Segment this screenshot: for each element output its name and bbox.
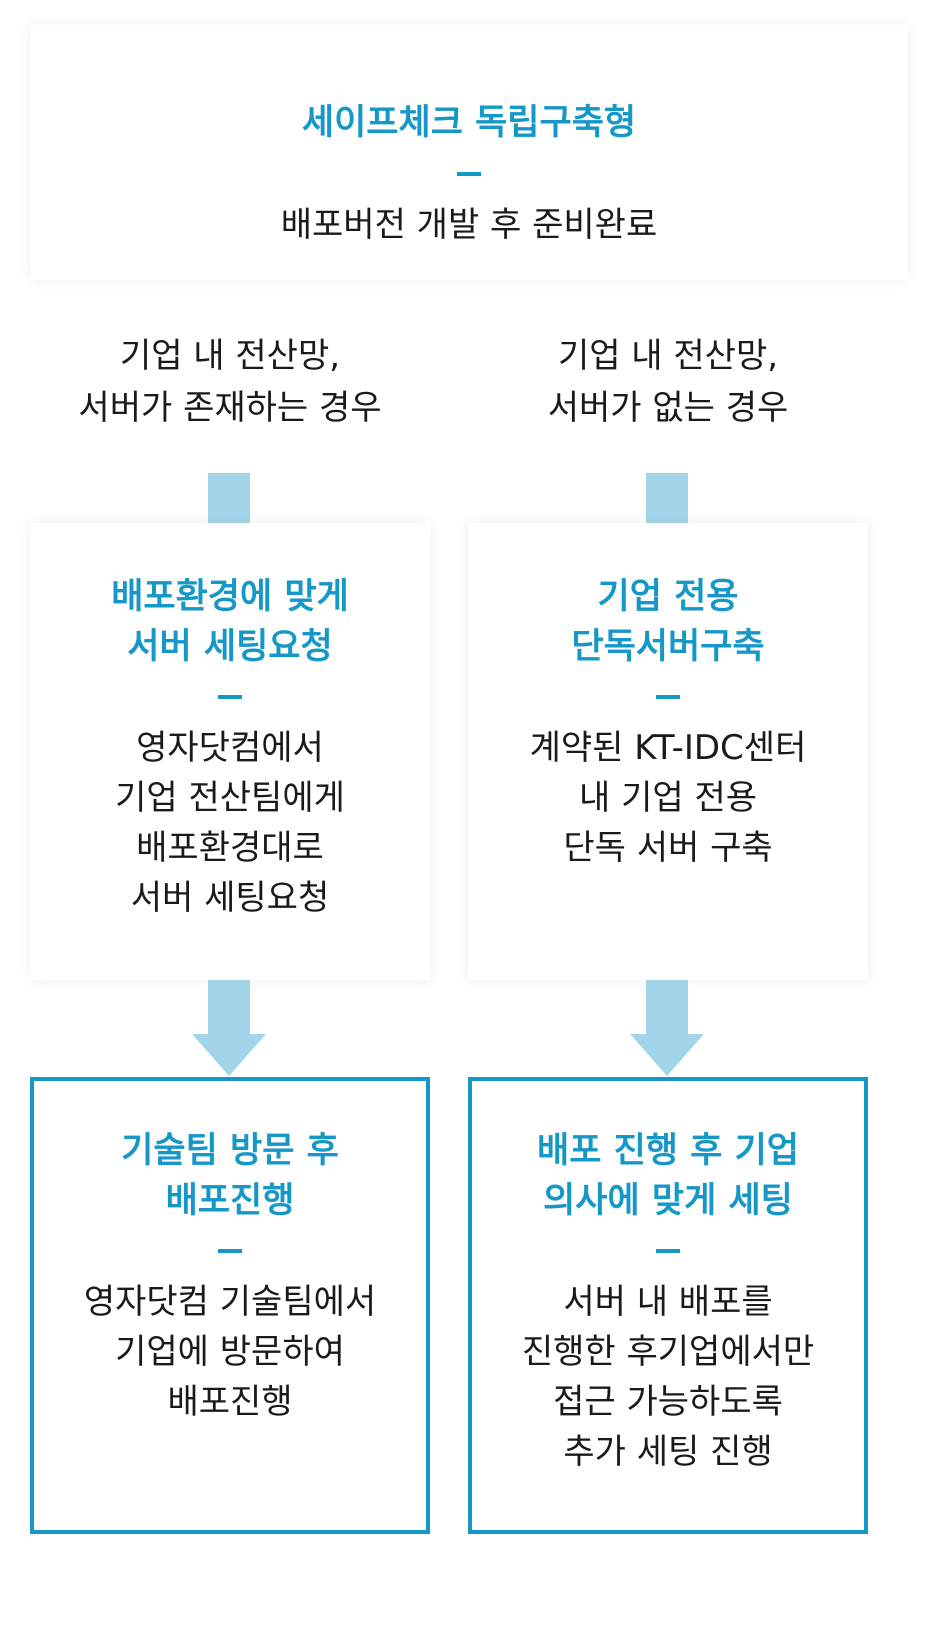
left-down-arrow <box>192 980 266 1076</box>
right-step1-card: 기업 전용 단독서버구축 계약된 KT-IDC센터 내 기업 전용 단독 서버 … <box>468 523 868 980</box>
top-card-divider <box>457 172 481 176</box>
top-card: 세이프체크 독립구축형 배포버전 개발 후 준비완료 <box>30 25 908 280</box>
right-connector <box>646 473 688 525</box>
left-step1-desc: 영자닷컴에서 기업 전산팀에게 배포환경대로 서버 세팅요청 <box>115 728 345 918</box>
left-step1-divider <box>218 695 242 699</box>
left-step1-card: 배포환경에 맞게 서버 세팅요청 영자닷컴에서 기업 전산팀에게 배포환경대로 … <box>30 523 430 980</box>
left-connector <box>208 473 250 525</box>
right-step2-card: 배포 진행 후 기업 의사에 맞게 세팅 서버 내 배포를 진행한 후기업에서만… <box>468 1077 868 1534</box>
left-condition-label: 기업 내 전산망, 서버가 존재하는 경우 <box>78 336 382 428</box>
right-down-arrow <box>630 980 704 1076</box>
left-step2-desc: 영자닷컴 기술팀에서 기업에 방문하여 배포진행 <box>83 1282 377 1422</box>
right-step2-desc: 서버 내 배포를 진행한 후기업에서만 접근 가능하도록 추가 세팅 진행 <box>521 1282 815 1472</box>
right-step1-divider <box>656 695 680 699</box>
left-step2-card: 기술팀 방문 후 배포진행 영자닷컴 기술팀에서 기업에 방문하여 배포진행 <box>30 1077 430 1534</box>
right-step1-title: 기업 전용 단독서버구축 <box>571 577 765 667</box>
left-step1-title: 배포환경에 맞게 서버 세팅요청 <box>111 577 349 667</box>
top-card-desc: 배포버전 개발 후 준비완료 <box>280 205 658 245</box>
top-card-title: 세이프체크 독립구축형 <box>301 103 637 143</box>
left-step2-title: 기술팀 방문 후 배포진행 <box>121 1131 339 1221</box>
right-condition-label: 기업 내 전산망, 서버가 없는 경우 <box>547 336 789 428</box>
right-step2-title: 배포 진행 후 기업 의사에 맞게 세팅 <box>537 1131 799 1221</box>
right-step2-divider <box>656 1249 680 1253</box>
right-step1-desc: 계약된 KT-IDC센터 내 기업 전용 단독 서버 구축 <box>529 728 807 868</box>
left-step2-divider <box>218 1249 242 1253</box>
